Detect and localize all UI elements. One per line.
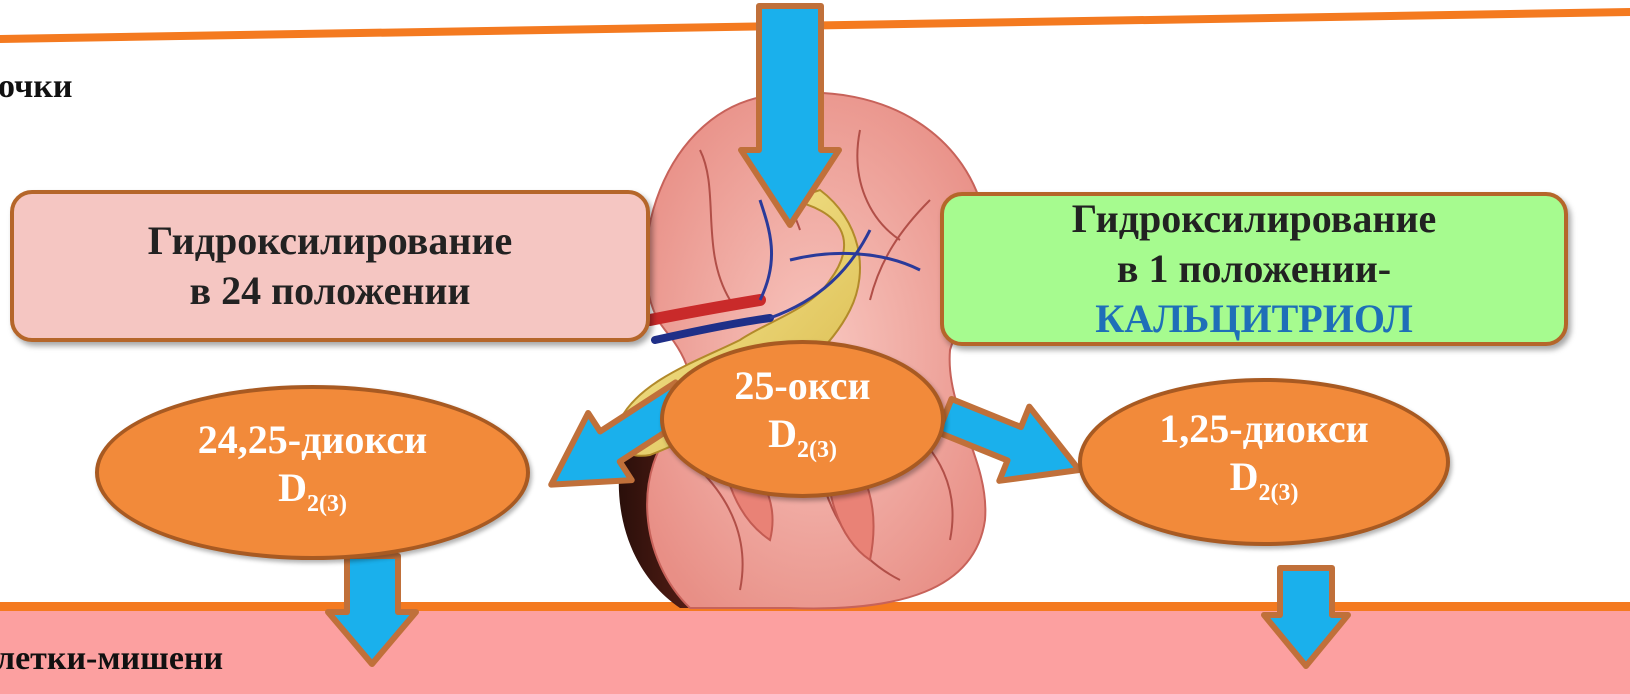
hydroxylation-24-line2: в 24 положении <box>190 266 471 316</box>
hydroxylation-1-line2: в 1 положении- <box>1117 244 1391 294</box>
oval-24-25-dihydroxy: 24,25-диокси D2(3) <box>95 385 530 560</box>
oval-25-hydroxy: 25-окси D2(3) <box>660 340 945 498</box>
hydroxylation-1-box: Гидроксилирование в 1 положении- КАЛЬЦИТ… <box>940 192 1568 346</box>
top-organ-label: очки <box>0 68 72 106</box>
oval-1-25-dihydroxy: 1,25-диокси D2(3) <box>1078 378 1450 546</box>
oval-25-hydroxy-formula: D2(3) <box>768 409 837 475</box>
target-cells-band <box>0 608 1630 694</box>
hydroxylation-1-line1: Гидроксилирование <box>1072 194 1437 244</box>
hydroxylation-24-line1: Гидроксилирование <box>148 216 513 266</box>
oval-25-hydroxy-name: 25-окси <box>734 363 870 409</box>
oval-24-25-dihydroxy-name: 24,25-диокси <box>198 417 427 463</box>
target-cells-label: летки-мишени <box>0 640 223 678</box>
calcitriol-label: КАЛЬЦИТРИОЛ <box>1095 294 1413 344</box>
oval-1-25-dihydroxy-formula: D2(3) <box>1230 452 1299 518</box>
hydroxylation-24-box: Гидроксилирование в 24 положении <box>10 190 650 342</box>
oval-1-25-dihydroxy-name: 1,25-диокси <box>1159 406 1368 452</box>
oval-24-25-dihydroxy-formula: D2(3) <box>278 463 347 529</box>
